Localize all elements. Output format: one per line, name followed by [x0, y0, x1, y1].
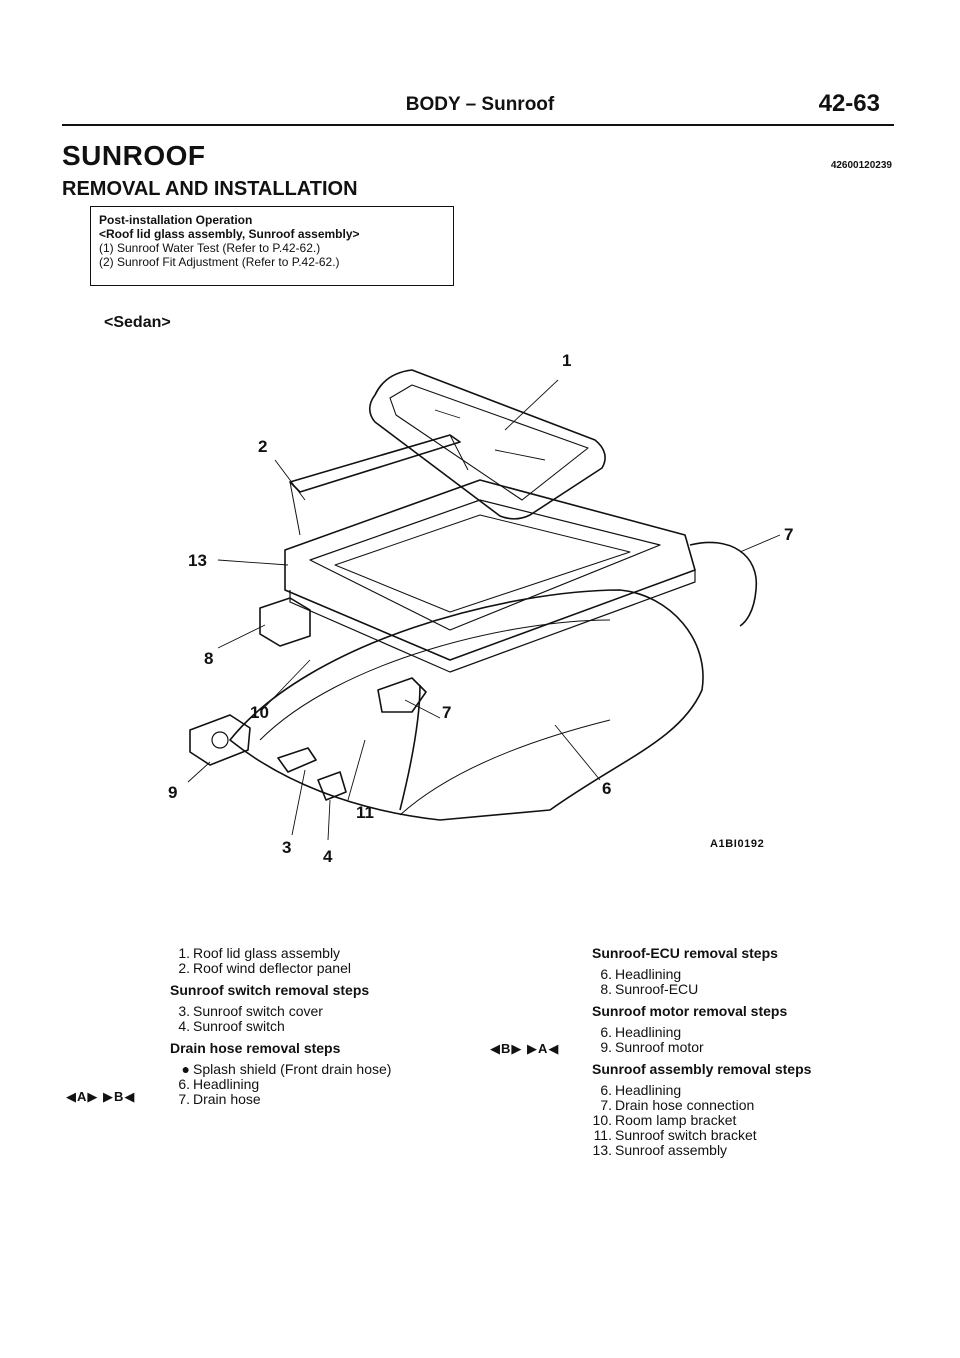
parts-list-right: Sunroof-ECU removal steps 6.Headlining 8… [592, 946, 892, 1158]
section-subtitle: REMOVAL AND INSTALLATION [62, 178, 358, 200]
wind-deflector-panel [289, 434, 461, 493]
sunroof-ecu [259, 597, 311, 647]
list-item: 3.Sunroof switch cover [178, 1003, 323, 1019]
parts-list-left: 1.Roof lid glass assembly 2.Roof wind de… [170, 946, 470, 1107]
callout-6: 6 [602, 779, 611, 798]
figure-id: A1BI0192 [710, 838, 765, 850]
sunroof-switch [317, 771, 347, 801]
note-item: (1) Sunroof Water Test (Refer to P.42-62… [99, 241, 321, 255]
list-item: 7.Drain hose [178, 1091, 261, 1107]
list-item: 6.Headlining [600, 966, 682, 982]
note-item: (2) Sunroof Fit Adjustment (Refer to P.4… [99, 255, 340, 269]
list-item: 10.Room lamp bracket [592, 1112, 737, 1128]
callout-11: 11 [356, 803, 374, 822]
list-item: ●Splash shield (Front drain hose) [181, 1061, 392, 1077]
list-item: 11.Sunroof switch bracket [593, 1127, 757, 1143]
switch-cover [277, 747, 317, 773]
list-item: 1.Roof lid glass assembly [178, 945, 341, 961]
document-code: 42600120239 [830, 160, 892, 171]
callout-7: 7 [784, 525, 793, 544]
list-item: 7.Drain hose connection [600, 1097, 755, 1113]
callout-2: 2 [258, 437, 267, 456]
page-number: 42-63 [818, 90, 880, 117]
drain-hose-right [689, 541, 758, 627]
list-item: 4.Sunroof switch [178, 1018, 285, 1034]
sunroof-exploded-diagram: 1 2 13 7 8 10 7 9 6 11 3 4 [168, 351, 793, 866]
headlining-outline [229, 589, 704, 821]
drain-hose-front [399, 684, 421, 811]
note-target: <Roof lid glass assembly, Sunroof assemb… [99, 227, 360, 241]
list-item: 6.Headlining [178, 1076, 260, 1092]
motor-markers: ◀B▶ ▶A◀ [490, 1041, 560, 1056]
variant-label: <Sedan> [104, 314, 171, 331]
callout-1: 1 [562, 351, 571, 370]
list-item: 9.Sunroof motor [600, 1039, 704, 1055]
callout-13: 13 [188, 551, 207, 570]
callout-8: 8 [204, 649, 213, 668]
list-item: 6.Headlining [600, 1082, 682, 1098]
callout-7-front: 7 [442, 703, 451, 722]
list-item: 13.Sunroof assembly [592, 1142, 728, 1158]
assembly-removal-heading: Sunroof assembly removal steps [592, 1061, 812, 1077]
switch-removal-heading: Sunroof switch removal steps [170, 982, 370, 998]
drain-hose-markers: ◀A▶ ▶B◀ [66, 1089, 136, 1104]
callout-3: 3 [282, 838, 291, 857]
drain-hose-removal-heading: Drain hose removal steps [170, 1040, 341, 1056]
note-heading: Post-installation Operation [99, 213, 253, 227]
motor-removal-heading: Sunroof motor removal steps [592, 1003, 788, 1019]
sunroof-motor [189, 714, 251, 766]
post-installation-note: Post-installation Operation <Roof lid gl… [90, 206, 454, 286]
list-item: 2.Roof wind deflector panel [178, 960, 351, 976]
ecu-removal-heading: Sunroof-ECU removal steps [592, 945, 778, 961]
list-item: 6.Headlining [600, 1024, 682, 1040]
header-rule [62, 124, 894, 126]
callout-9: 9 [168, 783, 177, 802]
page-title: SUNROOF [62, 140, 206, 171]
page-header-section: BODY – Sunroof [405, 94, 555, 115]
roof-lid-glass [368, 369, 606, 520]
callout-4: 4 [323, 847, 333, 866]
callout-10: 10 [250, 703, 269, 722]
list-item: 8.Sunroof-ECU [600, 981, 699, 997]
